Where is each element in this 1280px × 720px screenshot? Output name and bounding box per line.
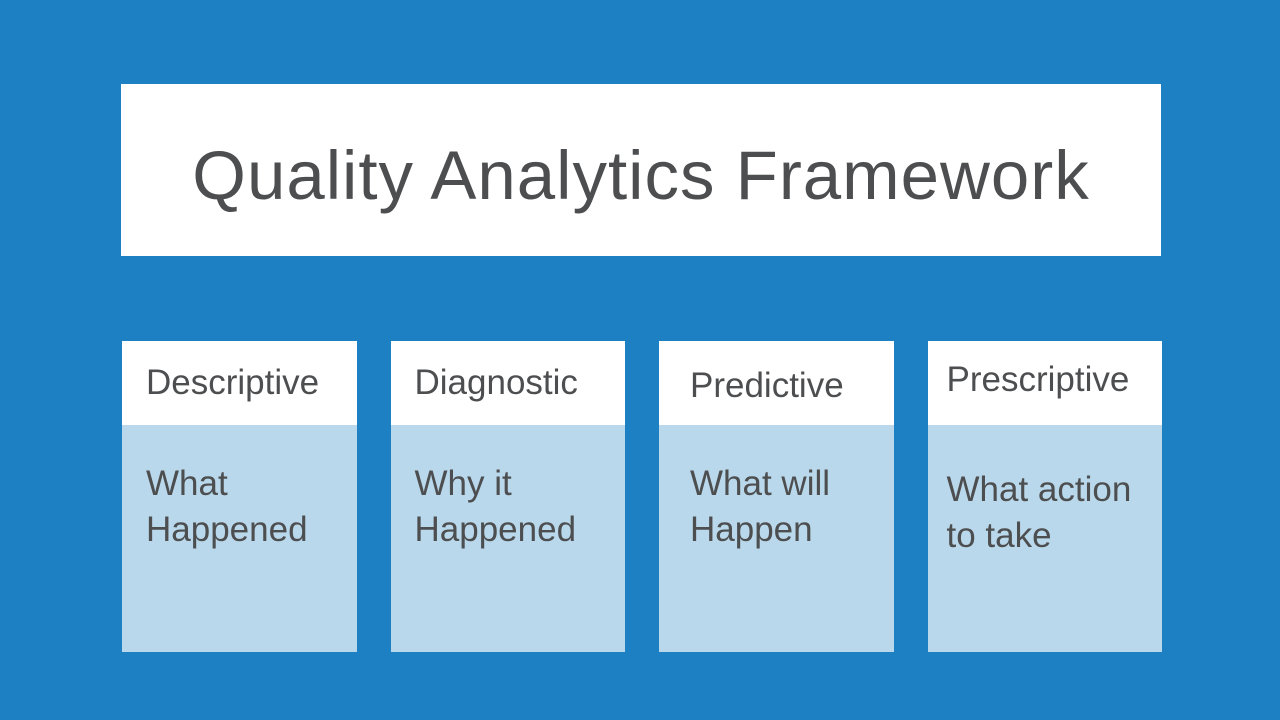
card-label: Prescriptive <box>946 360 1130 399</box>
card-label: Descriptive <box>146 363 320 402</box>
card-header: Predictive <box>659 341 894 425</box>
card-prescriptive: Prescriptive What action to take <box>927 341 1162 652</box>
card-predictive: Predictive What will Happen <box>659 341 894 652</box>
card-description: What action to take <box>927 425 1162 652</box>
title-banner: Quality Analytics Framework <box>121 84 1161 256</box>
card-label: Predictive <box>690 366 844 405</box>
slide-title: Quality Analytics Framework <box>192 136 1090 214</box>
card-description: What will Happen <box>659 425 894 652</box>
card-description: What Happened <box>122 425 357 652</box>
card-description: Why it Happened <box>390 425 625 652</box>
card-label: Diagnostic <box>414 363 578 402</box>
card-descriptive: Descriptive What Happened <box>122 341 357 652</box>
card-header: Prescriptive <box>927 341 1162 425</box>
card-diagnostic: Diagnostic Why it Happened <box>390 341 625 652</box>
card-header: Descriptive <box>122 341 357 425</box>
card-header: Diagnostic <box>390 341 625 425</box>
analytics-columns: Descriptive What Happened Diagnostic Why… <box>122 341 1162 652</box>
